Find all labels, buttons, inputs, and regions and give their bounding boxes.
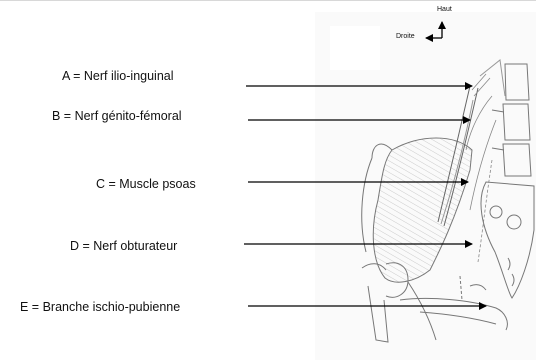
compass-up-label: Haut (437, 6, 452, 13)
label-c-psoas: C = Muscle psoas (96, 177, 196, 191)
label-b-genito-femoral: B = Nerf génito-fémoral (52, 109, 182, 123)
label-a-ilio-inguinal: A = Nerf ilio-inguinal (62, 69, 174, 83)
label-d-obturateur: D = Nerf obturateur (70, 239, 177, 253)
drawing-blank-patch (330, 26, 380, 70)
label-e-ischio-pubienne: E = Branche ischio-pubienne (20, 300, 180, 314)
orientation-compass: Haut Droite (394, 6, 474, 52)
compass-right-label: Droite (396, 33, 415, 40)
